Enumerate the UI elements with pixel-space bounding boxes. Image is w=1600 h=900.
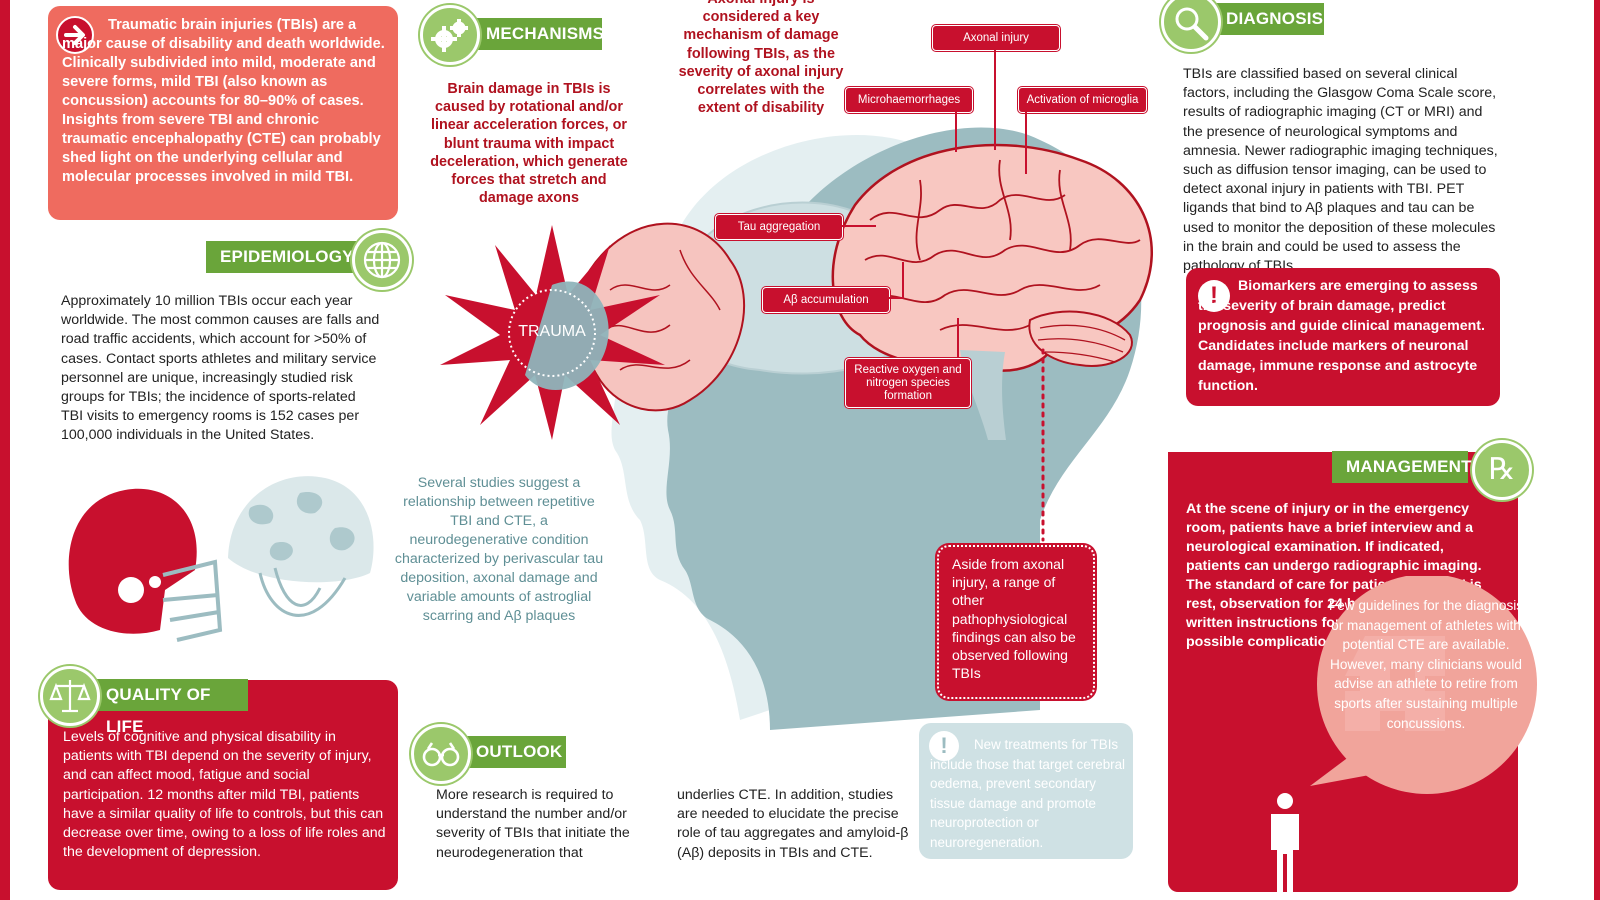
axonal-injury-note: Axonal injury is considered a key mechan… [678, 0, 844, 117]
quality-of-life-text: Levels of cognitive and physical disabil… [63, 729, 386, 861]
other-findings-text: Aside from axonal injury, a range of oth… [952, 556, 1076, 682]
management-bubble-text: Few guidelines for the diagnosis or mana… [1328, 598, 1524, 731]
left-frame-bar [0, 0, 10, 900]
rx-icon: ℞ [1472, 440, 1532, 500]
cte-relationship-note: Several studies suggest a relationship b… [394, 475, 604, 624]
biomarkers-text: Biomarkers are emerging to assess the se… [1198, 278, 1485, 394]
connector-reactive-species [957, 318, 959, 358]
quality-of-life-title: QUALITY OF LIFE [92, 679, 248, 736]
exclamation-icon: ! [1198, 280, 1230, 312]
diagnosis-text: TBIs are classified based on several cli… [1183, 66, 1498, 275]
exclamation-icon: ! [929, 731, 959, 761]
military-helmet-illustration [228, 476, 374, 617]
label-tau-aggregation: Tau aggregation [715, 214, 843, 240]
other-findings-box: Aside from axonal injury, a range of oth… [937, 545, 1095, 699]
outlook-text-1: More research is required to understand … [436, 787, 630, 861]
connector-abeta-v [902, 262, 904, 299]
epidemiology-title: EPIDEMIOLOGY [206, 241, 378, 273]
connector-axonal-injury [994, 50, 996, 150]
globe-icon [352, 230, 412, 290]
diagnosis-title: DIAGNOSIS [1212, 3, 1324, 35]
label-reactive-species: Reactive oxygen and nitrogen species for… [845, 358, 971, 408]
label-microglia: Activation of microglia [1018, 87, 1147, 113]
intro-text: Traumatic brain injuries (TBIs) are a ma… [62, 17, 385, 185]
mechanisms-title: MECHANISMS [472, 18, 604, 50]
label-axonal-injury: Axonal injury [932, 25, 1060, 51]
outlook-title: OUTLOOK [462, 736, 566, 768]
magnifier-icon [1161, 0, 1221, 52]
connector-tau-aggregation [842, 225, 876, 227]
head-brain-illustration [578, 127, 1154, 730]
new-treatments-text: New treatments for TBIs include those th… [930, 737, 1126, 850]
person-icon [1271, 793, 1299, 892]
connector-microglia [1025, 112, 1027, 174]
management-title: MANAGEMENT [1332, 451, 1472, 483]
intro-box: Traumatic brain injuries (TBIs) are a ma… [48, 6, 398, 220]
mechanisms-text: Brain damage in TBIs is caused by rotati… [430, 81, 628, 207]
outlook-text-2: underlies CTE. In addition, studies are … [677, 787, 909, 861]
scales-icon [40, 666, 100, 726]
trauma-impact-star [440, 225, 665, 440]
right-frame-bar [1594, 0, 1600, 900]
football-helmet-illustration [68, 488, 223, 642]
new-treatments-box: ! New treatments for TBIs include those … [919, 723, 1133, 859]
label-microhaemorrhages: Microhaemorrhages [845, 87, 973, 113]
quality-of-life-box: Levels of cognitive and physical disabil… [48, 680, 398, 890]
connector-abeta-h [889, 297, 903, 299]
trauma-label: TRAUMA [518, 323, 586, 340]
arrow-right-icon [56, 16, 94, 54]
label-abeta-accumulation: Aβ accumulation [762, 287, 890, 313]
binoculars-icon [411, 724, 471, 784]
connector-microhaemorrhages [955, 112, 957, 152]
biomarkers-box: ! Biomarkers are emerging to assess the … [1186, 268, 1500, 406]
gears-icon [420, 5, 480, 65]
speech-bubble [1310, 576, 1537, 794]
epidemiology-text: Approximately 10 million TBIs occur each… [61, 293, 380, 444]
